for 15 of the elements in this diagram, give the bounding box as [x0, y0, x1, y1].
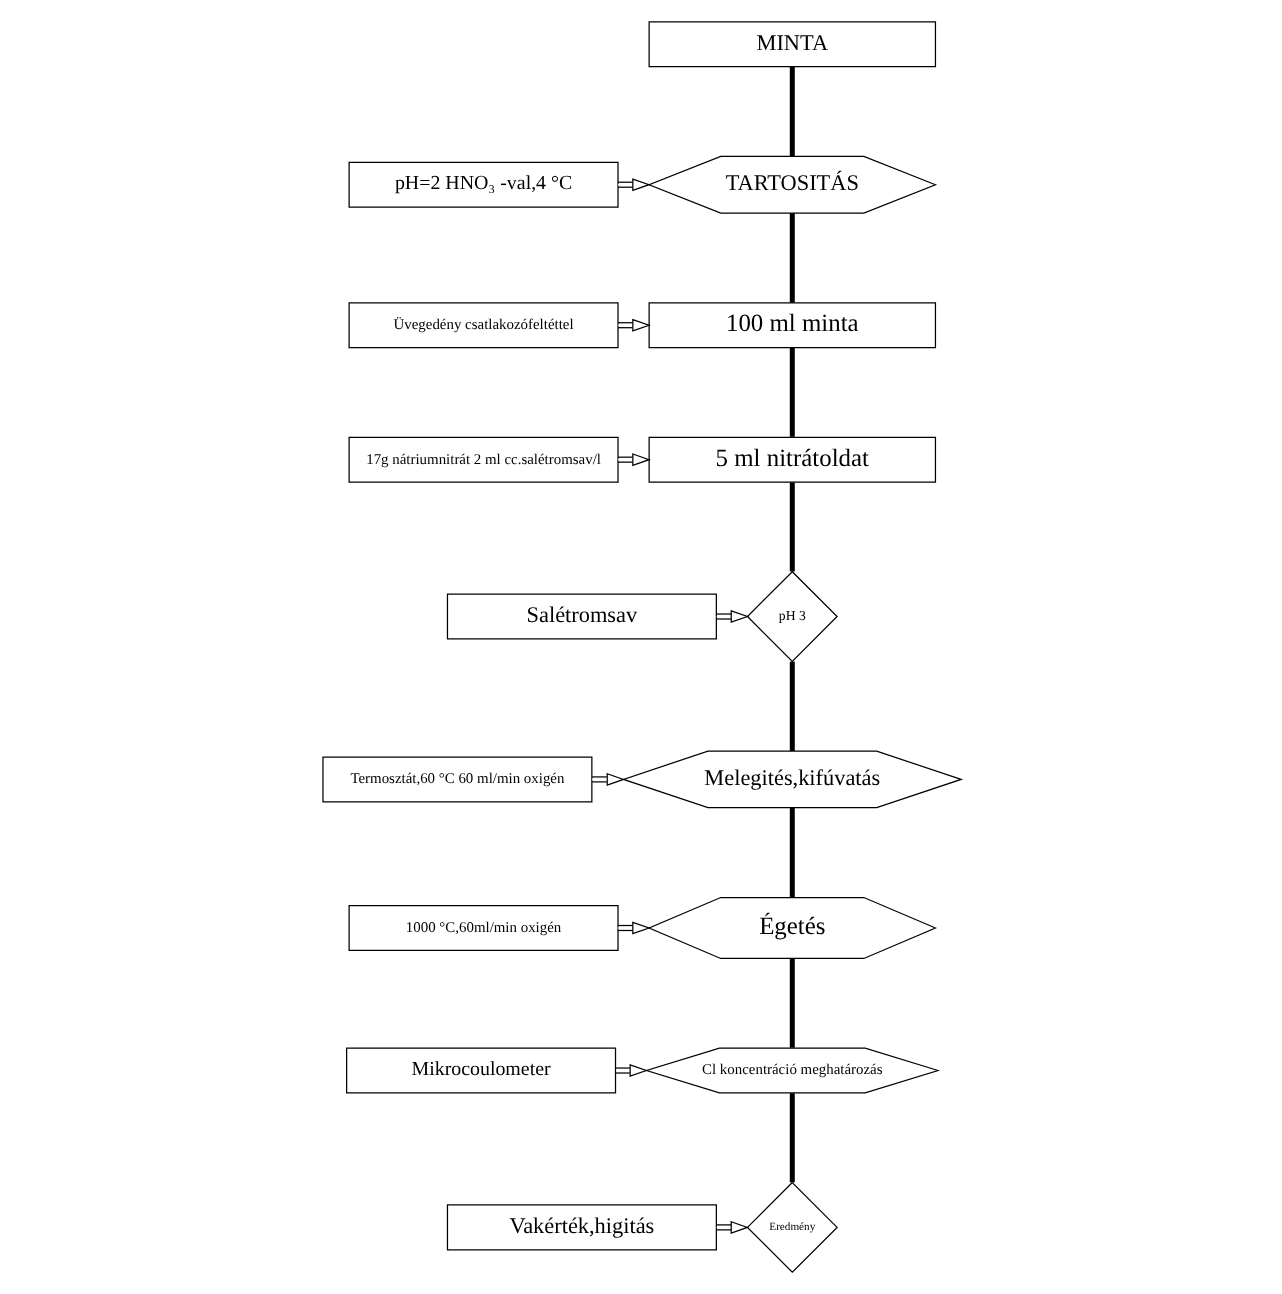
node-box: 100 ml minta: [647, 302, 936, 349]
node-box: 5 ml nitrátoldat: [647, 436, 936, 483]
connector: [788, 661, 794, 751]
connector: [788, 213, 794, 303]
node-box: MINTA: [647, 21, 936, 68]
connector: [788, 807, 794, 898]
node-box: Vakérték,higitás: [445, 1204, 716, 1251]
node-box: Mikrocoulometer: [345, 1047, 616, 1094]
node-box: pH=2 HNO₃ -val,4 °C: [347, 161, 618, 208]
connector: [788, 347, 794, 437]
connector: [788, 482, 794, 572]
connector: [788, 1093, 794, 1183]
connector: [788, 958, 794, 1048]
connector: [788, 67, 794, 157]
node-box: Salétromsav: [445, 593, 716, 640]
